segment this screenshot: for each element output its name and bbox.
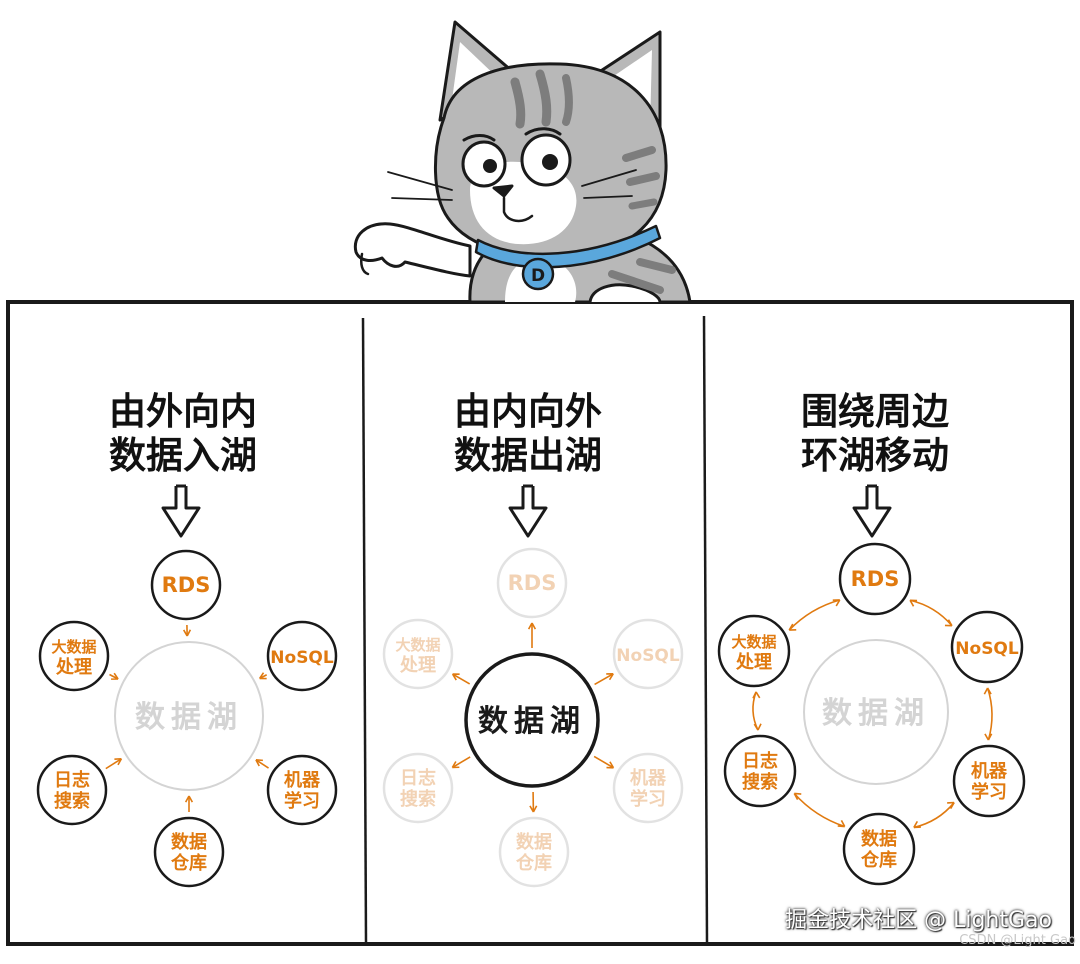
cat-stripe xyxy=(566,78,569,122)
satellite-label: 仓库 xyxy=(170,852,207,874)
satellite-label: RDS xyxy=(851,567,900,591)
cat-stripe xyxy=(632,202,654,206)
satellite-label: 日志 xyxy=(54,769,90,791)
panel-title-around: 围绕周边 环湖移动 xyxy=(725,390,1025,478)
satellite-label: NoSQL xyxy=(270,648,334,668)
satellite-label: 机器 xyxy=(971,761,1008,782)
satellite-label: 日志 xyxy=(400,767,436,789)
satellite-label: 机器 xyxy=(630,768,667,789)
panel-title-line1: 由内向外 xyxy=(378,390,678,434)
satellite-label: 仓库 xyxy=(860,849,897,871)
satellite-label: 处理 xyxy=(55,656,92,678)
satellite-label: 数据 xyxy=(861,828,897,850)
data-lake-label: 数据湖 xyxy=(822,696,930,731)
satellite-label: 日志 xyxy=(742,750,778,772)
satellite-node: NoSQL xyxy=(952,612,1022,682)
satellite-label: 学习 xyxy=(284,790,320,812)
panel-title-line2: 数据入湖 xyxy=(33,434,333,478)
satellite-label: 处理 xyxy=(735,651,772,673)
satellite-node: NoSQL xyxy=(614,620,682,688)
satellite-label: NoSQL xyxy=(955,639,1019,659)
satellite-label: 搜索 xyxy=(742,771,778,793)
panel-title-outflow: 由内向外 数据出湖 xyxy=(378,390,678,478)
cat-pupil-right xyxy=(542,154,558,170)
satellite-label: 大数据 xyxy=(51,638,96,656)
satellite-label: 学习 xyxy=(630,788,666,810)
satellite-label: 搜索 xyxy=(54,790,90,812)
satellite-node: RDS xyxy=(498,549,566,617)
data-lake-label: 数据湖 xyxy=(478,704,586,739)
satellite-label: 搜索 xyxy=(400,788,436,810)
satellite-label: NoSQL xyxy=(616,646,680,666)
satellite-circle xyxy=(40,622,108,690)
panel-title-line1: 由外向内 xyxy=(33,390,333,434)
satellite-label: RDS xyxy=(508,571,557,595)
cat-collar-tag-letter: D xyxy=(531,266,545,286)
panel-title-line2: 环湖移动 xyxy=(725,434,1025,478)
panel-title-inflow: 由外向内 数据入湖 xyxy=(33,390,333,478)
data-lake-label: 数据湖 xyxy=(135,700,243,735)
cat-arm xyxy=(355,224,470,276)
satellite-label: 数据 xyxy=(516,831,552,853)
cat-mascot: D xyxy=(355,22,690,302)
satellite-label: 处理 xyxy=(399,654,436,676)
satellite-circle xyxy=(384,620,452,688)
satellite-node: RDS xyxy=(152,551,220,619)
satellite-node: NoSQL xyxy=(268,622,336,690)
satellite-circle xyxy=(719,616,789,686)
satellite-label: 数据 xyxy=(171,831,207,853)
watermark-csdn: CSDN @Light Gao xyxy=(959,933,1076,948)
watermark-juejin: 掘金技术社区 @ LightGao xyxy=(785,902,1052,934)
satellite-node: RDS xyxy=(840,544,910,614)
satellite-label: 仓库 xyxy=(515,852,552,874)
satellite-label: 大数据 xyxy=(731,633,776,651)
satellite-label: RDS xyxy=(162,573,211,597)
satellite-label: 学习 xyxy=(971,781,1007,803)
panel-title-line2: 数据出湖 xyxy=(378,434,678,478)
satellite-label: 大数据 xyxy=(395,636,440,654)
panel-title-line1: 围绕周边 xyxy=(725,390,1025,434)
cat-pupil-left xyxy=(483,159,497,173)
satellite-label: 机器 xyxy=(284,770,321,791)
